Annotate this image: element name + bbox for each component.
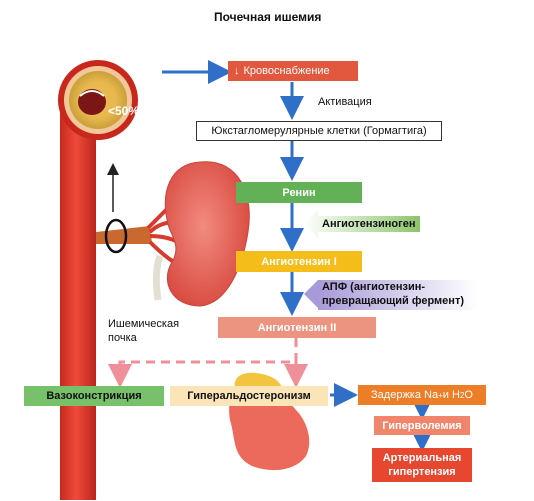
vasoconstriction-box: Вазоконстрикция: [24, 386, 164, 406]
angiotensin2-label: Ангиотензин II: [257, 321, 337, 334]
ischemic-kidney-label-line1: Ишемическая: [108, 318, 180, 330]
aorta: [60, 100, 96, 500]
angiotensinogen-label: Ангиотензиноген: [322, 218, 416, 230]
retention-sup: +: [438, 390, 443, 400]
retention-suffix: O: [464, 389, 473, 401]
blood-supply-box: ↓ Кровоснабжение: [228, 61, 358, 81]
vasoconstriction-label: Вазоконстрикция: [46, 390, 142, 402]
hypertension-label-line2: гипертензия: [388, 466, 456, 478]
diagram-title: Почечная ишемия: [214, 10, 322, 24]
hypertension-label-line1: Артериальная: [382, 452, 462, 464]
stenosis-label: <50%: [108, 104, 140, 118]
juxtaglomerular-label: Юкстагломерулярные клетки (Гормагтига): [211, 125, 427, 137]
retention-prefix: Задержка Na: [371, 389, 439, 401]
blood-supply-label: Кровоснабжение: [243, 65, 330, 77]
ureter: [152, 254, 164, 301]
dashed-to-vasoconstriction: [108, 338, 298, 388]
retention-middle: и H: [442, 389, 460, 401]
ace-label-line2: превращающий фермент): [322, 295, 464, 307]
angiotensin2-box: Ангиотензин II: [218, 317, 376, 338]
retention-sub: 2: [459, 390, 465, 400]
ace-box: [318, 280, 478, 310]
kidney-illustration: [164, 161, 250, 307]
angiotensinogen-arrow: [304, 210, 420, 238]
renin-label: Ренин: [282, 186, 316, 199]
hyperaldosteronism-box: Гиперальдостеронизм: [170, 386, 328, 406]
hypertension-box: Артериальная гипертензия: [372, 448, 472, 482]
renin-box: Ренин: [236, 182, 362, 203]
ace-label-line1: АПФ (ангиотензин-: [322, 281, 426, 293]
stenosis-cuff: [104, 218, 128, 254]
hypervolemia-box: Гиперволемия: [374, 416, 470, 435]
hypervolemia-label: Гиперволемия: [382, 419, 462, 432]
down-arrow-icon: ↓: [234, 65, 240, 77]
renal-artery: [96, 226, 152, 244]
ace-arrow: [304, 280, 318, 310]
angiotensin1-label: Ангиотензин I: [261, 255, 337, 268]
artery-cross-section: [58, 60, 138, 140]
hyperaldosteronism-label: Гиперальдостеронизм: [187, 390, 311, 402]
ischemic-kidney-label-line2: почка: [108, 332, 137, 344]
activation-label: Активация: [318, 96, 372, 108]
angiotensin1-box: Ангиотензин I: [236, 251, 362, 272]
juxtaglomerular-box: Юкстагломерулярные клетки (Гормагтига): [196, 121, 442, 141]
